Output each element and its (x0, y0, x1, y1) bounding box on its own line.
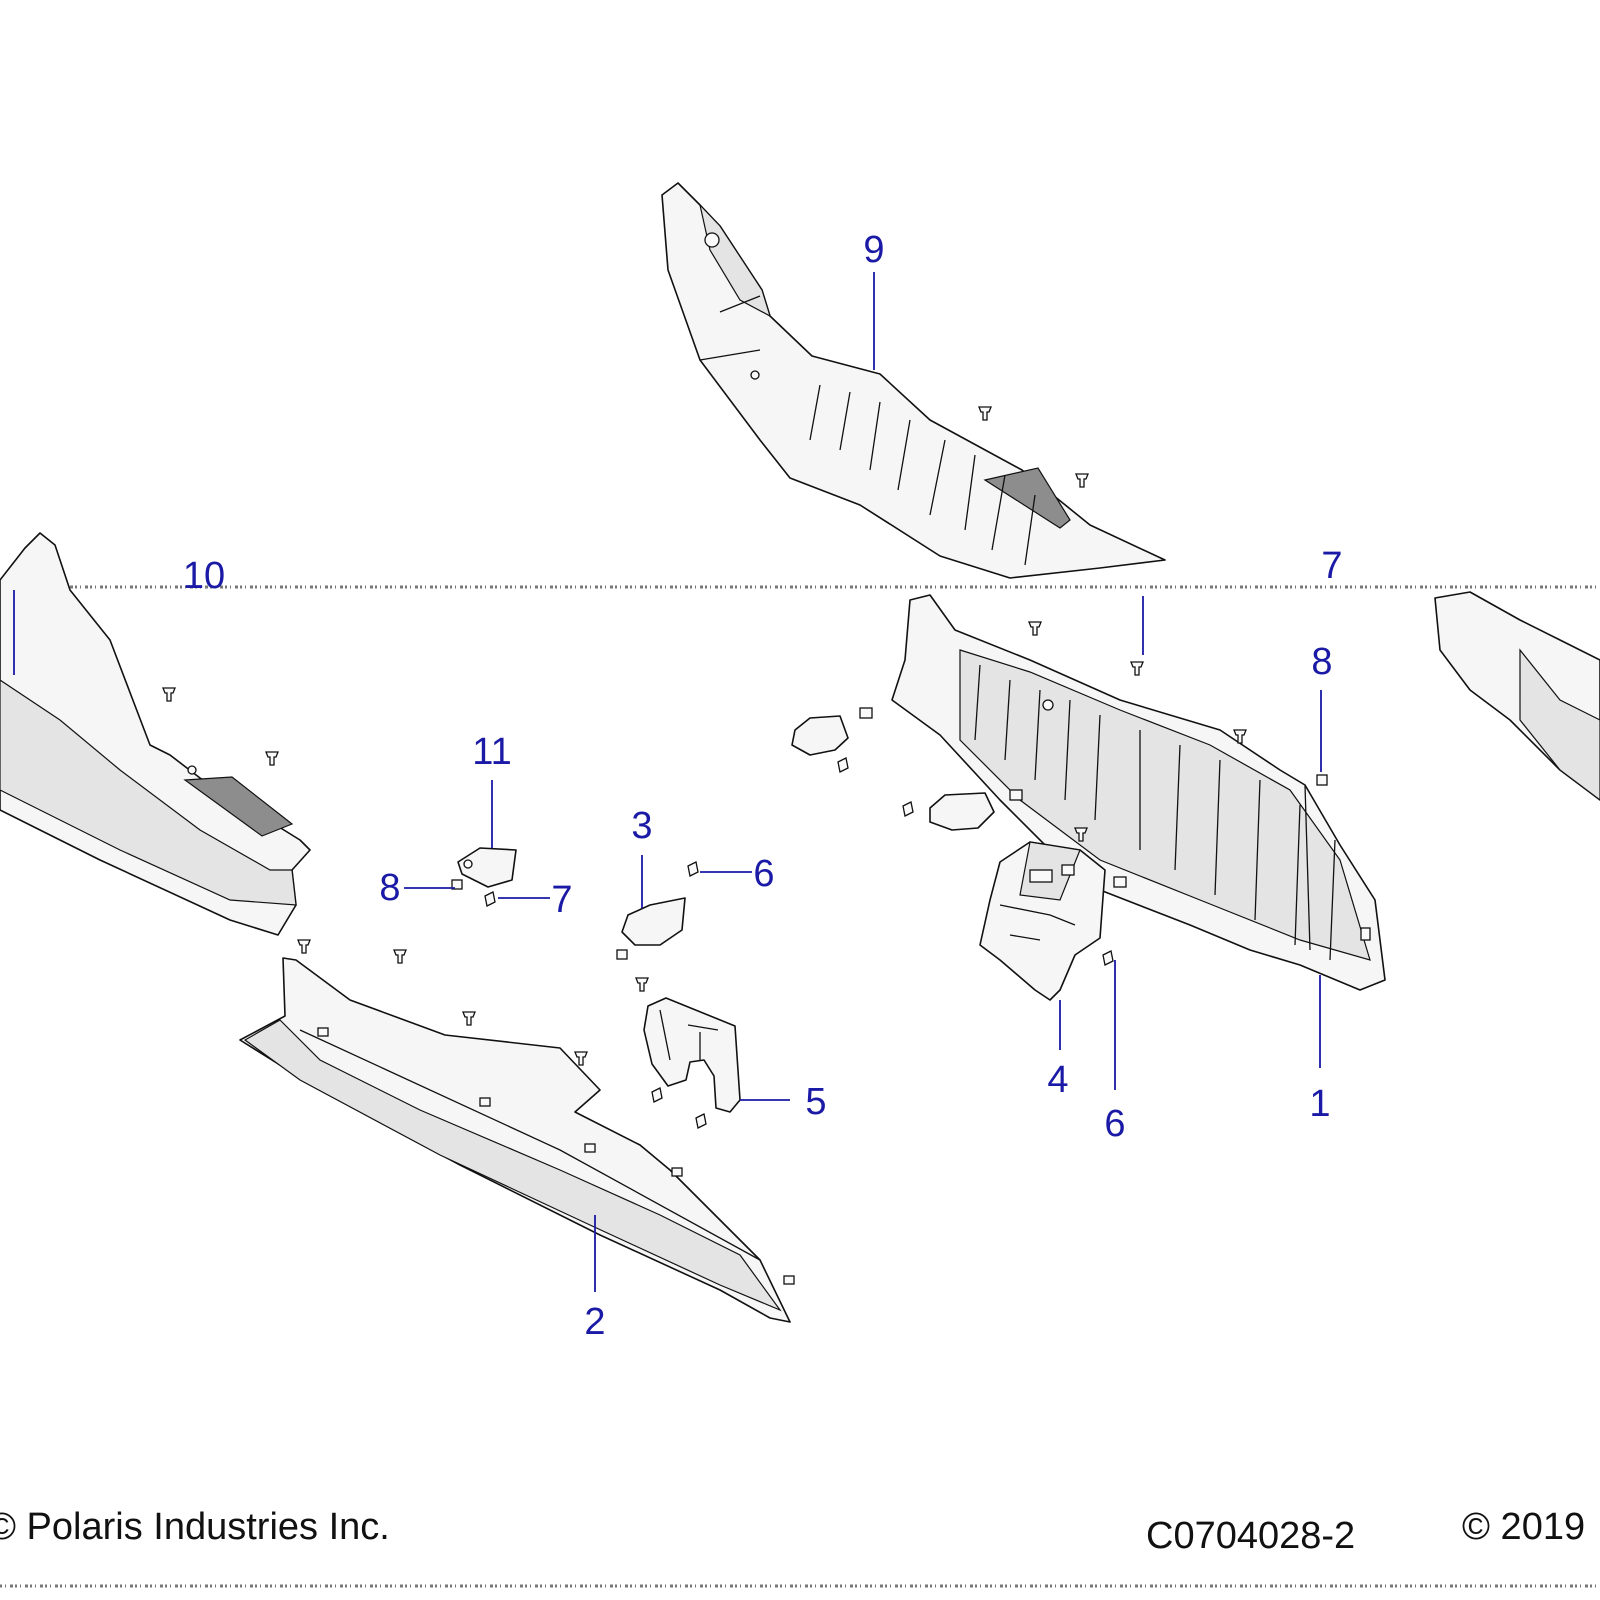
callout-5: 5 (805, 1081, 826, 1123)
part-4-bracket (979, 841, 1106, 1001)
footer-figure-code: C0704028-2 (1146, 1515, 1356, 1557)
part-10-left-panel (0, 532, 311, 936)
part-right-edge-panel (1434, 591, 1600, 801)
callout-8-right: 8 (1311, 641, 1332, 683)
footer-copyright-right: © 2019 (1462, 1506, 1586, 1548)
callout-3: 3 (631, 805, 652, 847)
part-11-small-bracket (457, 847, 517, 888)
callout-11: 11 (472, 731, 511, 773)
part-5-bracket (643, 997, 741, 1113)
screws (162, 406, 1247, 1129)
callout-9: 9 (863, 229, 884, 271)
part-2-lower-panel (239, 957, 795, 1323)
footer-copyright-left: © Polaris Industries Inc. (0, 1506, 390, 1548)
part-9-upper-panel (661, 182, 1166, 579)
part-3-small-bracket (616, 897, 686, 960)
leader-lines (13, 272, 1322, 1292)
callout-6-upper: 6 (753, 853, 774, 895)
callout-2: 2 (584, 1301, 605, 1343)
callout-1: 1 (1309, 1083, 1330, 1125)
callout-labels: 1 2 3 4 5 6 6 7 7 8 8 9 10 11 (183, 229, 1343, 1343)
callout-4: 4 (1047, 1059, 1068, 1101)
callout-7-left: 7 (551, 879, 572, 921)
callout-10: 10 (183, 555, 225, 597)
callout-7-right: 7 (1321, 545, 1342, 587)
callout-8-left: 8 (379, 867, 400, 909)
callout-6-lower: 6 (1104, 1103, 1125, 1145)
clip-brackets (451, 707, 1328, 890)
